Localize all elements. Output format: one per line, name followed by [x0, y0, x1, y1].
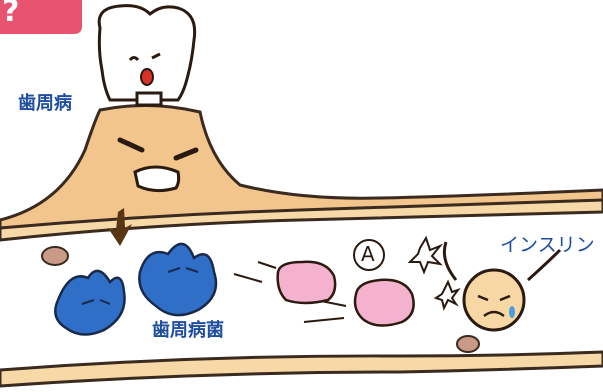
- pebble-icon: [457, 336, 479, 352]
- label-periodontal-disease: 歯周病: [18, 89, 72, 115]
- badge-label: ?: [2, 0, 19, 29]
- pebble-icon: [42, 247, 68, 265]
- tooth-icon: [99, 6, 195, 105]
- pink-attacker-icon: [278, 262, 414, 326]
- label-insulin: インスリン: [500, 230, 595, 257]
- label-periodontal-bacteria: 歯周病菌: [152, 316, 224, 342]
- marker-letter: A: [361, 242, 375, 266]
